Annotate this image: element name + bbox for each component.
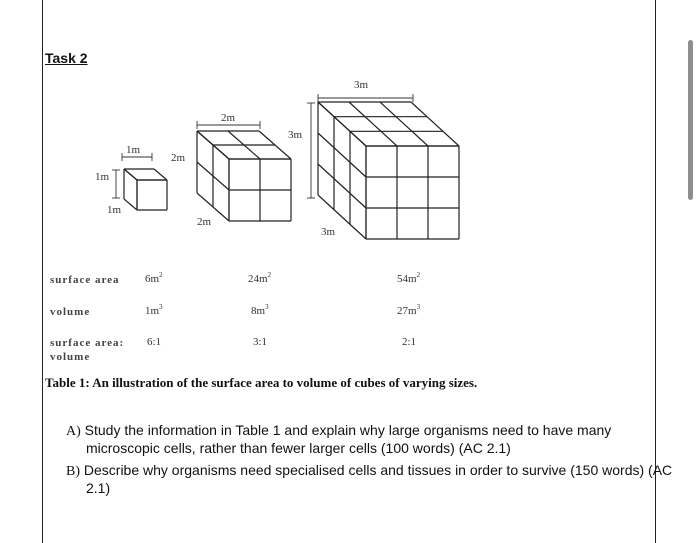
cube-2m-top-line <box>258 130 292 160</box>
cube-3m-side-line <box>317 101 367 147</box>
cube-2m-side-line <box>196 192 230 222</box>
row-label-surface-area: surface area <box>50 274 120 286</box>
surface-area-cube1: 6m2 <box>145 271 163 286</box>
question-a-text: Study the information in Table 1 and exp… <box>84 422 612 456</box>
cube3-bottom-label: 3m <box>321 226 336 238</box>
cube-3m-side-line <box>317 132 367 178</box>
ratio-cube3: 2:1 <box>402 336 417 348</box>
cube-3m <box>317 101 460 240</box>
cube-3m-side-line <box>317 194 367 240</box>
cube-3m-top-line <box>348 101 398 147</box>
volume-cube3: 27m3 <box>397 303 421 318</box>
cube-1m <box>123 168 168 211</box>
question-b: B) Describe why organisms need specialis… <box>66 462 676 497</box>
cube-1m-top-line <box>153 168 168 181</box>
cube2-bottom-label: 2m <box>197 216 212 228</box>
document-page <box>42 0 656 543</box>
volume-cube1: 1m3 <box>145 303 163 318</box>
question-a: A) Study the information in Table 1 and … <box>66 422 676 457</box>
question-b-letter: B) <box>66 464 80 479</box>
cube3-side-label: 3m <box>288 129 303 141</box>
scrollbar[interactable] <box>688 40 693 200</box>
row-label-ratio-line1: surface area: <box>50 337 125 349</box>
question-b-text: Describe why organisms need specialised … <box>83 462 673 496</box>
ratio-cube1: 6:1 <box>147 336 162 348</box>
dimension-lines <box>112 94 414 199</box>
surface-area-cube3: 54m2 <box>397 271 421 286</box>
surface-area-cube2: 24m2 <box>248 271 272 286</box>
cube-1m-side-line <box>123 198 138 211</box>
question-a-letter: A) <box>66 424 81 439</box>
cube-3m-top-line <box>410 101 460 147</box>
table-caption: Table 1: An illustration of the surface … <box>45 375 478 390</box>
cube2-top-label: 2m <box>221 112 236 124</box>
cube-3m-top-line <box>379 101 429 147</box>
task-heading: Task 2 <box>45 50 88 66</box>
cube3-top-label: 3m <box>354 79 369 91</box>
cube1-left-label: 1m <box>95 171 110 183</box>
cube2-side-label: 2m <box>171 152 186 164</box>
cube1-top-label: 1m <box>126 144 141 156</box>
ratio-cube2: 3:1 <box>253 336 268 348</box>
cube-1m-side-line <box>123 168 138 181</box>
cube-grids <box>123 101 460 240</box>
cubes-figure: 1m 1m 1m 2m 2m 2m 3m 3m 3m <box>95 79 460 240</box>
cube-2m <box>196 130 292 222</box>
row-label-volume: volume <box>50 306 91 318</box>
cube1-bottom-label: 1m <box>107 204 122 216</box>
volume-cube2: 8m3 <box>251 303 269 318</box>
cube-3m-side-line <box>317 163 367 209</box>
row-label-ratio-line2: volume <box>50 351 91 363</box>
